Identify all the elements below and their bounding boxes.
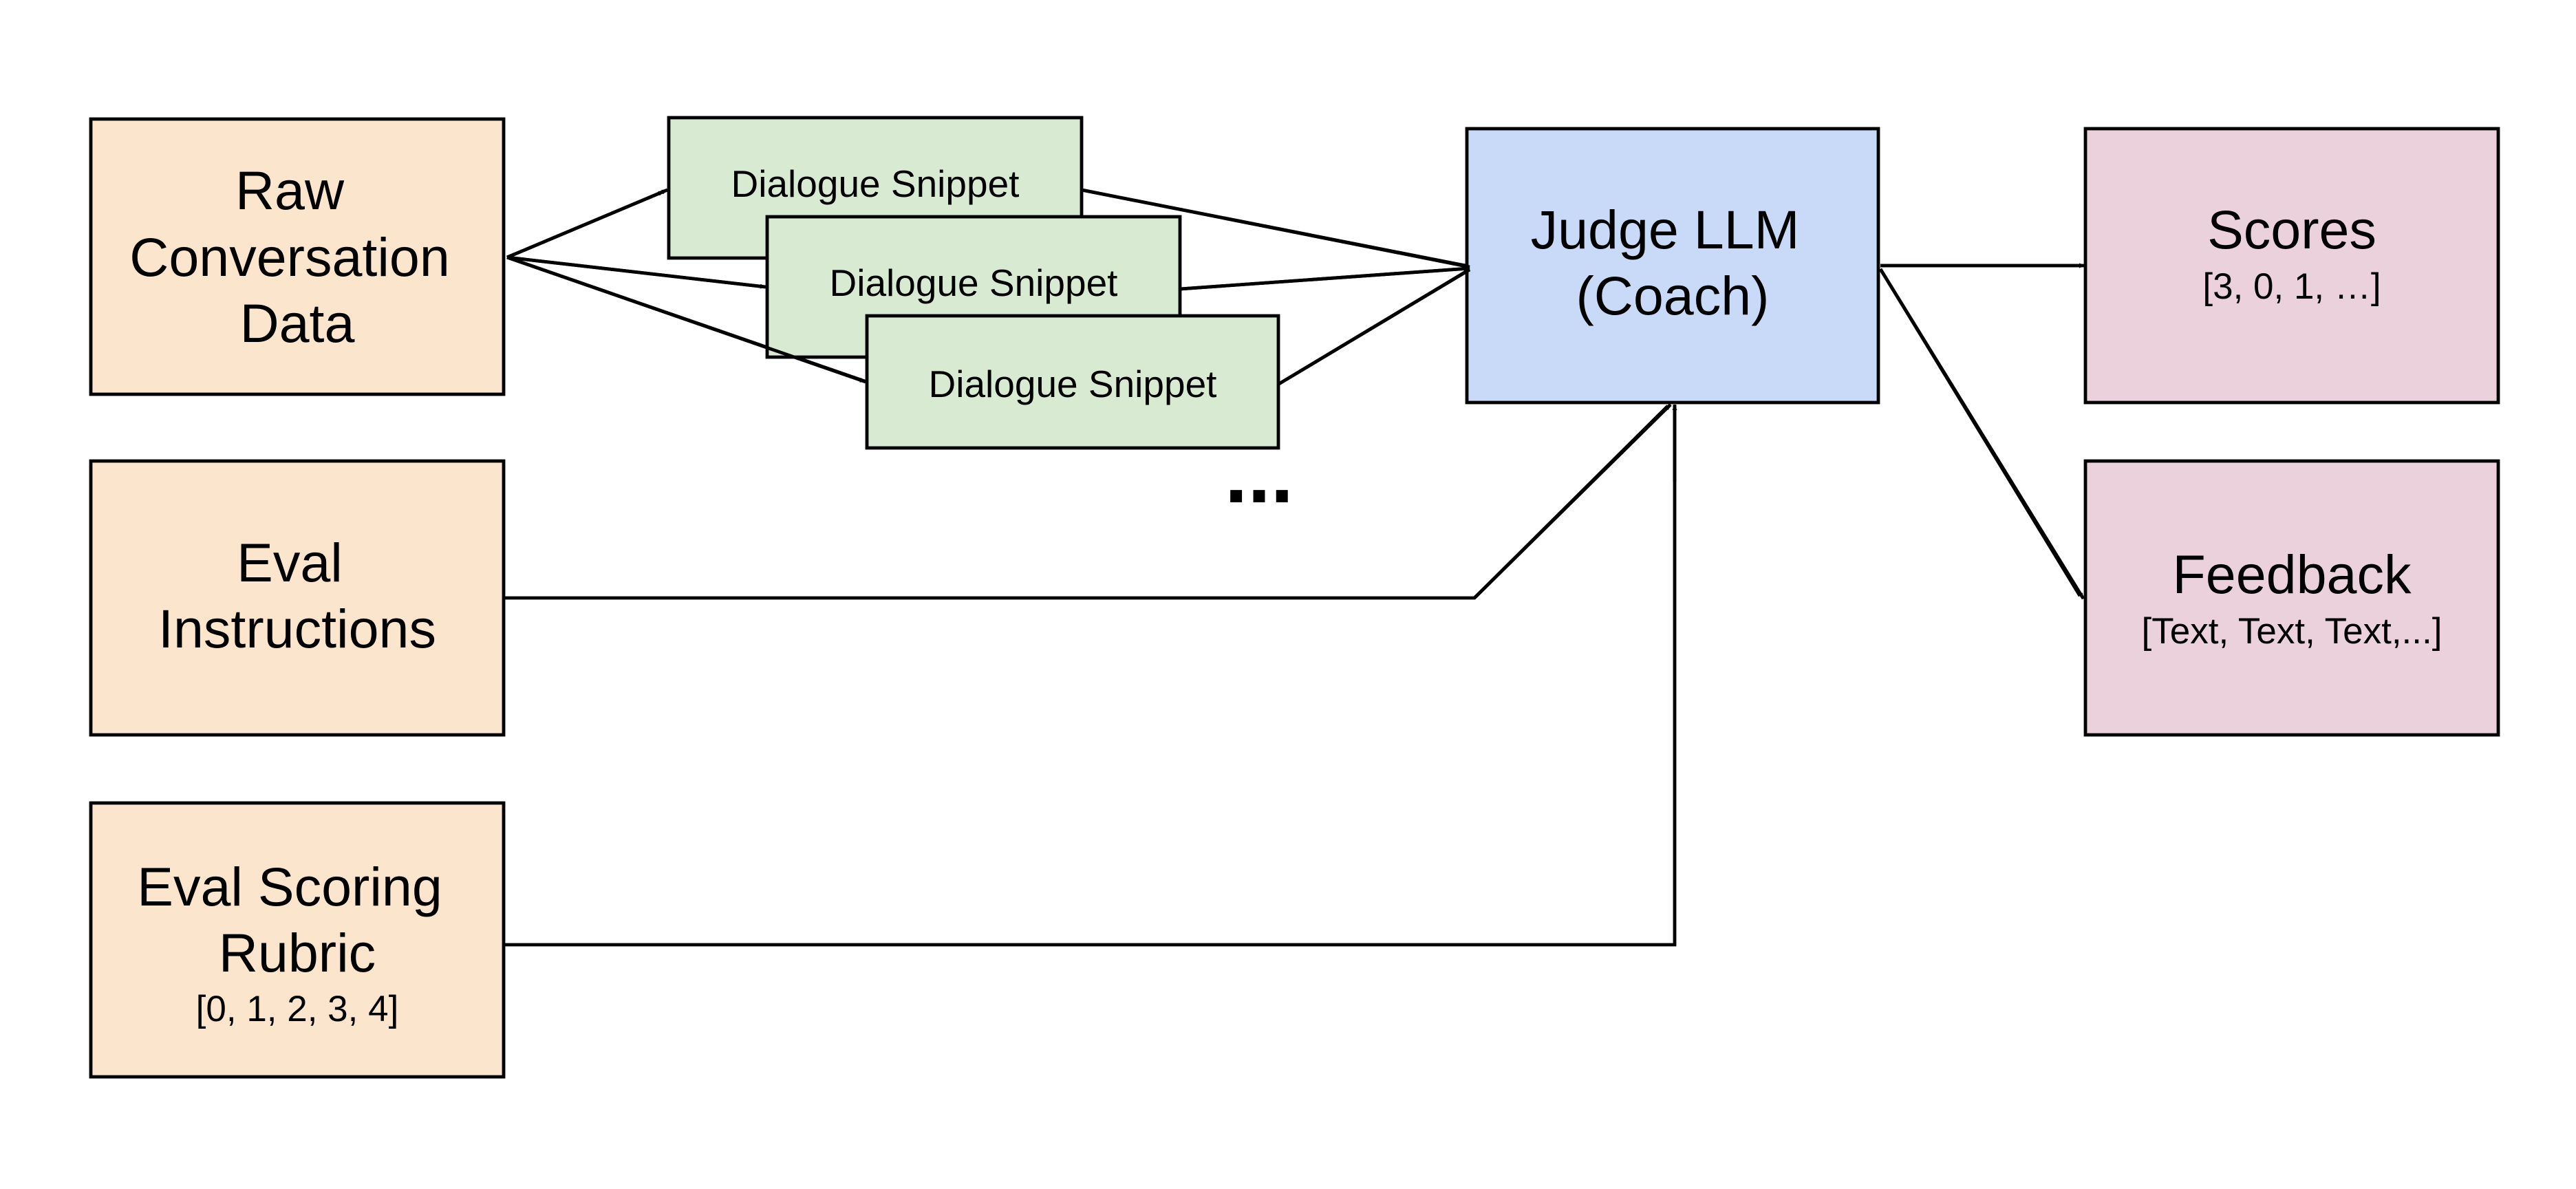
output-arrowheads — [1878, 263, 2085, 600]
arrowhead-to-snippet-1 — [506, 188, 668, 259]
arrowhead-snippet-1-judge — [1081, 188, 1470, 269]
eval-instructions-line-2: Instructions — [158, 598, 436, 659]
arrowhead-snippet-3-judge — [1276, 268, 1471, 387]
raw-conversation-data-rect — [89, 117, 506, 396]
dialogue-snippet-3-label: Dialogue Snippet — [929, 363, 1217, 405]
feedback-values: [Text, Text, Text,...] — [2142, 611, 2443, 652]
arrow-rubric-to-judge — [504, 406, 1677, 947]
eval-instructions-box: Eval Instructions — [89, 459, 506, 737]
eval-instructions-text: Eval Instructions — [158, 532, 436, 659]
eval-instructions-rect — [89, 459, 506, 737]
scores-values: [3, 0, 1, …] — [2202, 266, 2381, 307]
arrowhead-to-snippet-3 — [506, 255, 866, 384]
judge-llm-box: Judge LLM (Coach) — [1465, 127, 1880, 405]
scores-title: Scores — [2207, 199, 2376, 260]
eval-rubric-line-1: Eval Scoring — [137, 856, 442, 917]
raw-data-line-2: Conversation — [129, 226, 449, 288]
judge-llm-line-2: (Coach) — [1576, 265, 1770, 326]
raw-conversation-data-box: Raw Conversation Data — [89, 117, 506, 396]
judge-llm-rect — [1465, 127, 1880, 405]
arrowhead-to-snippet-2 — [506, 255, 766, 289]
raw-data-line-3: Data — [240, 292, 355, 354]
eval-instructions-line-1: Eval — [237, 532, 343, 593]
snippet-arrowheads — [506, 188, 866, 384]
raw-data-text: Raw Conversation Data — [129, 160, 464, 354]
more-snippets-ellipsis: ... — [1225, 428, 1294, 520]
feedback-box: Feedback [Text, Text, Text,...] — [2083, 459, 2500, 737]
dialogue-snippet-3-rect — [865, 314, 1280, 450]
more-snippets-marker: ... — [1225, 428, 1294, 520]
arrowhead-snippet-2-judge — [1179, 266, 1470, 291]
arrowhead-judge-feedback — [1878, 268, 2085, 600]
judge-llm-line-1: Judge LLM — [1531, 199, 1800, 260]
dialogue-snippet-2-label: Dialogue Snippet — [830, 261, 1118, 304]
eval-rubric-scale: [0, 1, 2, 3, 4] — [196, 989, 399, 1029]
eval-rubric-line-2: Rubric — [219, 922, 376, 983]
eval-scoring-rubric-rect — [89, 801, 506, 1079]
feedback-rect — [2083, 459, 2500, 737]
dialogue-snippet-1-label: Dialogue Snippet — [731, 162, 1020, 205]
eval-rubric-text: Eval Scoring Rubric — [137, 856, 457, 983]
eval-scoring-rubric-box: Eval Scoring Rubric [0, 1, 2, 3, 4] — [89, 801, 506, 1079]
scores-box: Scores [3, 0, 1, …] — [2083, 127, 2500, 405]
raw-data-line-1: Raw — [235, 160, 345, 221]
judge-llm-text: Judge LLM (Coach) — [1531, 199, 1815, 326]
arrowhead-instructions-judge — [1473, 403, 1672, 599]
feedback-title: Feedback — [2173, 544, 2412, 605]
scores-rect — [2083, 127, 2500, 405]
dialogue-snippet-3: Dialogue Snippet — [865, 314, 1280, 450]
judge-arrowheads — [1081, 188, 1677, 599]
